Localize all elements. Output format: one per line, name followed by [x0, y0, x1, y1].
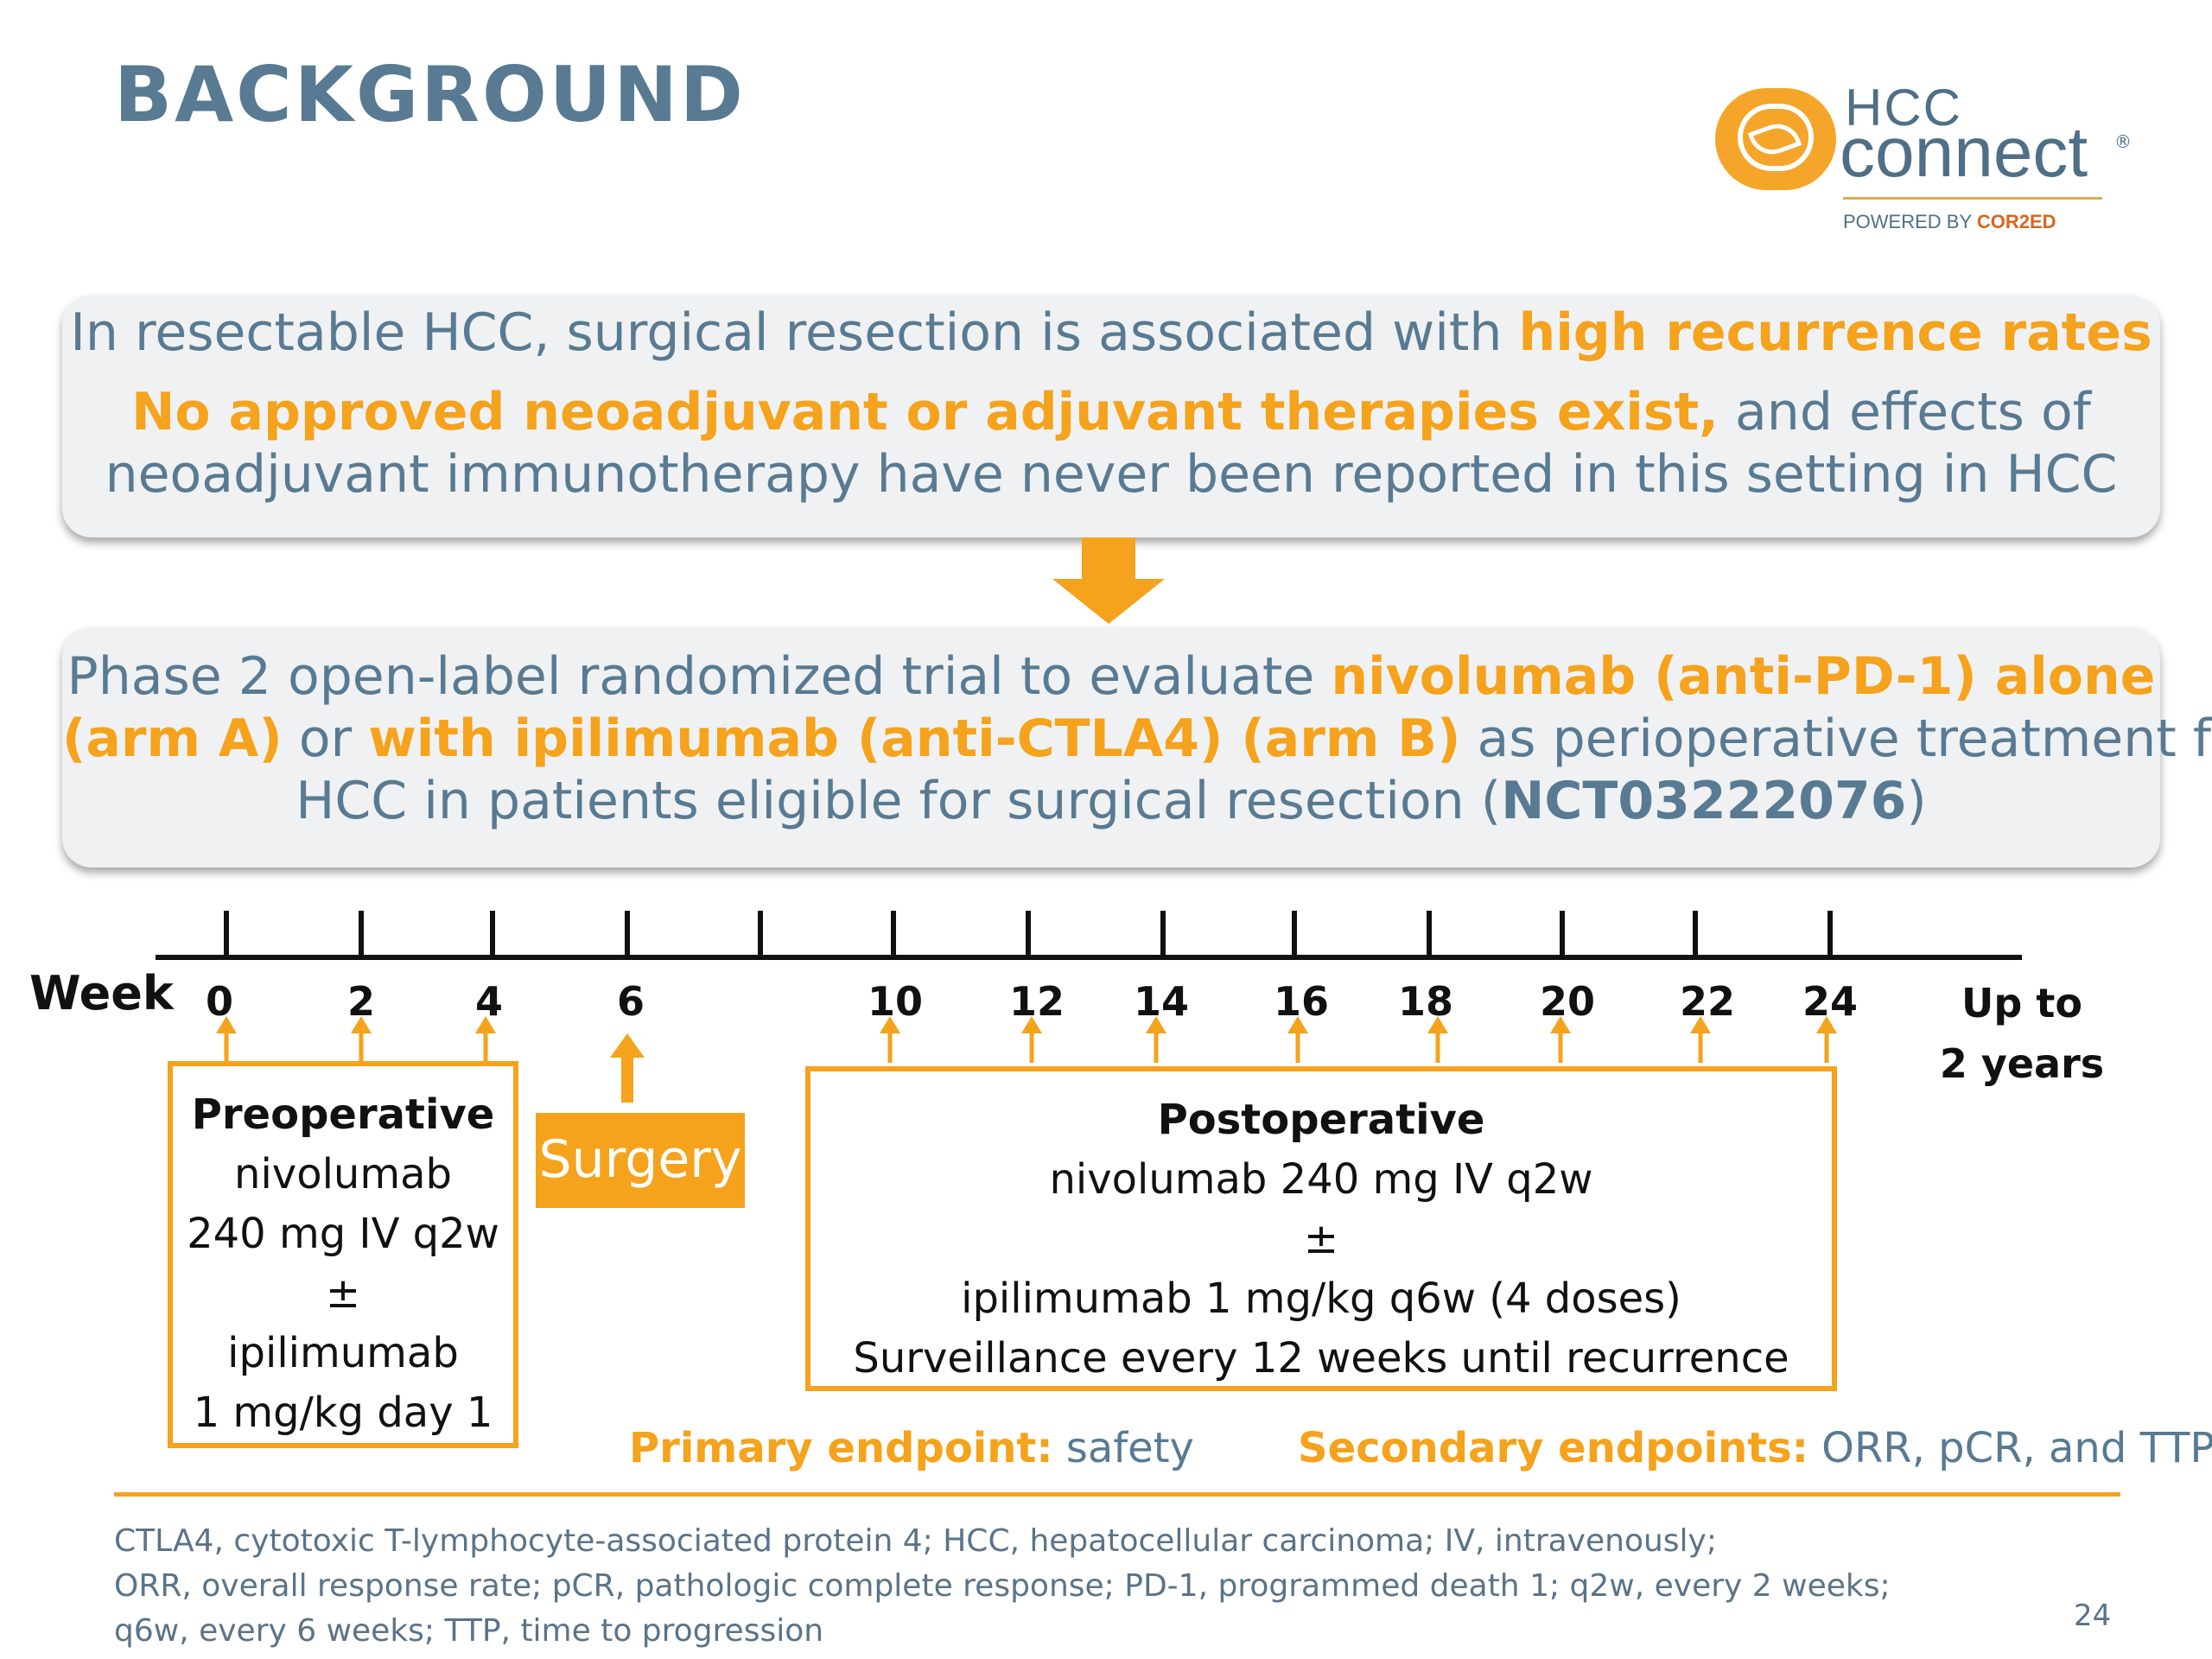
footnotes: CTLA4, cytotoxic T-lymphocyte-associated…: [114, 1519, 1891, 1654]
footer-divider: [114, 1492, 2120, 1497]
panel2-line3: HCC in patients eligible for surgical re…: [296, 771, 1927, 831]
liver-leaf-icon: [1715, 88, 1836, 190]
preop-line: ipilimumab: [227, 1329, 459, 1377]
preop-title: Preoperative: [191, 1090, 495, 1139]
week-tick-label: 18: [1397, 978, 1453, 1025]
week-tick-label: 14: [1133, 978, 1189, 1025]
panel1-line3: neoadjuvant immunotherapy have never bee…: [105, 444, 2118, 505]
week-tick-label: 10: [867, 978, 923, 1025]
dose-arrow-icon: [1021, 1016, 1042, 1063]
dose-arrow-icon: [1287, 1016, 1308, 1063]
postop-line: ipilimumab 1 mg/kg q6w (4 doses): [961, 1274, 1681, 1323]
trial-panel: Phase 2 open-label randomized trial to e…: [62, 627, 2212, 868]
panel1-line1: In resectable HCC, surgical resection is…: [70, 302, 2152, 363]
week-tick-label: 22: [1679, 978, 1735, 1025]
background-panel: In resectable HCC, surgical resection is…: [62, 296, 2160, 537]
surgery-label: Surgery: [536, 1113, 745, 1208]
week-tick-label: 2: [346, 978, 375, 1025]
week-tick-label: 24: [1802, 978, 1858, 1025]
postoperative-box: Postoperative nivolumab 240 mg IV q2w ± …: [805, 1066, 1837, 1391]
preop-line: 240 mg IV q2w: [187, 1210, 499, 1258]
logo-connect: connect: [1840, 113, 2088, 192]
dose-arrow-icon: [880, 1016, 900, 1063]
dose-arrow-icon: [1146, 1016, 1166, 1063]
logo-hcc: HCC: [1845, 79, 1962, 137]
footnote-line: q6w, every 6 weeks; TTP, time to progres…: [114, 1613, 824, 1649]
week-tick-label: 16: [1273, 978, 1329, 1025]
surgery-up-arrow-icon: [610, 1033, 645, 1103]
postop-line: ±: [1303, 1215, 1339, 1263]
logo-powered-by: POWERED BY COR2ED: [1843, 211, 2056, 232]
week-tick-label: 12: [1008, 978, 1065, 1025]
postop-line: nivolumab 240 mg IV q2w: [1049, 1155, 1593, 1204]
logo-rule: [1843, 197, 2102, 200]
dose-arrow-icon: [475, 1016, 496, 1063]
preop-line: 1 mg/kg day 1: [193, 1389, 493, 1437]
page-number: 24: [2074, 1599, 2112, 1633]
preop-line: nivolumab: [234, 1150, 452, 1198]
footnote-line: CTLA4, cytotoxic T-lymphocyte-associated…: [114, 1523, 1717, 1559]
postop-title: Postoperative: [1157, 1096, 1485, 1144]
week-tick-label: 6: [616, 978, 645, 1025]
page-title: BACKGROUND: [114, 50, 746, 139]
secondary-endpoints: Secondary endpoints: ORR, pCR, and TTP: [1298, 1424, 2212, 1472]
panel2-line1: Phase 2 open-label randomized trial to e…: [67, 646, 2156, 707]
footnote-line: ORR, overall response rate; pCR, patholo…: [114, 1568, 1891, 1604]
week-label: Week: [29, 966, 174, 1020]
dose-arrow-icon: [351, 1016, 372, 1063]
primary-endpoint: Primary endpoint: safety: [629, 1424, 1194, 1472]
week-tick-label: 4: [474, 978, 503, 1025]
dose-arrow-icon: [1816, 1016, 1837, 1063]
dose-arrow-icon: [1690, 1016, 1711, 1063]
week-tick-label: 20: [1539, 978, 1595, 1025]
down-arrow-icon: [1052, 537, 1165, 624]
dose-arrow-icon: [1550, 1016, 1571, 1063]
preoperative-box: Preoperative nivolumab 240 mg IV q2w ± i…: [168, 1061, 518, 1448]
panel2-line2: (arm A) or with ipilimumab (anti-CTLA4) …: [62, 709, 2212, 769]
postop-line: Surveillance every 12 weeks until recurr…: [853, 1334, 1789, 1382]
dose-arrow-icon: [216, 1016, 237, 1063]
preop-line: ±: [325, 1269, 361, 1318]
dose-arrow-icon: [1427, 1016, 1448, 1063]
hcc-connect-logo: HCC connect ® POWERED BY COR2ED: [1715, 79, 2164, 244]
logo-registered: ®: [2114, 131, 2132, 152]
week-tick-label: 0: [205, 978, 233, 1025]
timeline-axis: [156, 911, 2022, 1063]
panel1-line2: No approved neoadjuvant or adjuvant ther…: [131, 382, 2091, 442]
